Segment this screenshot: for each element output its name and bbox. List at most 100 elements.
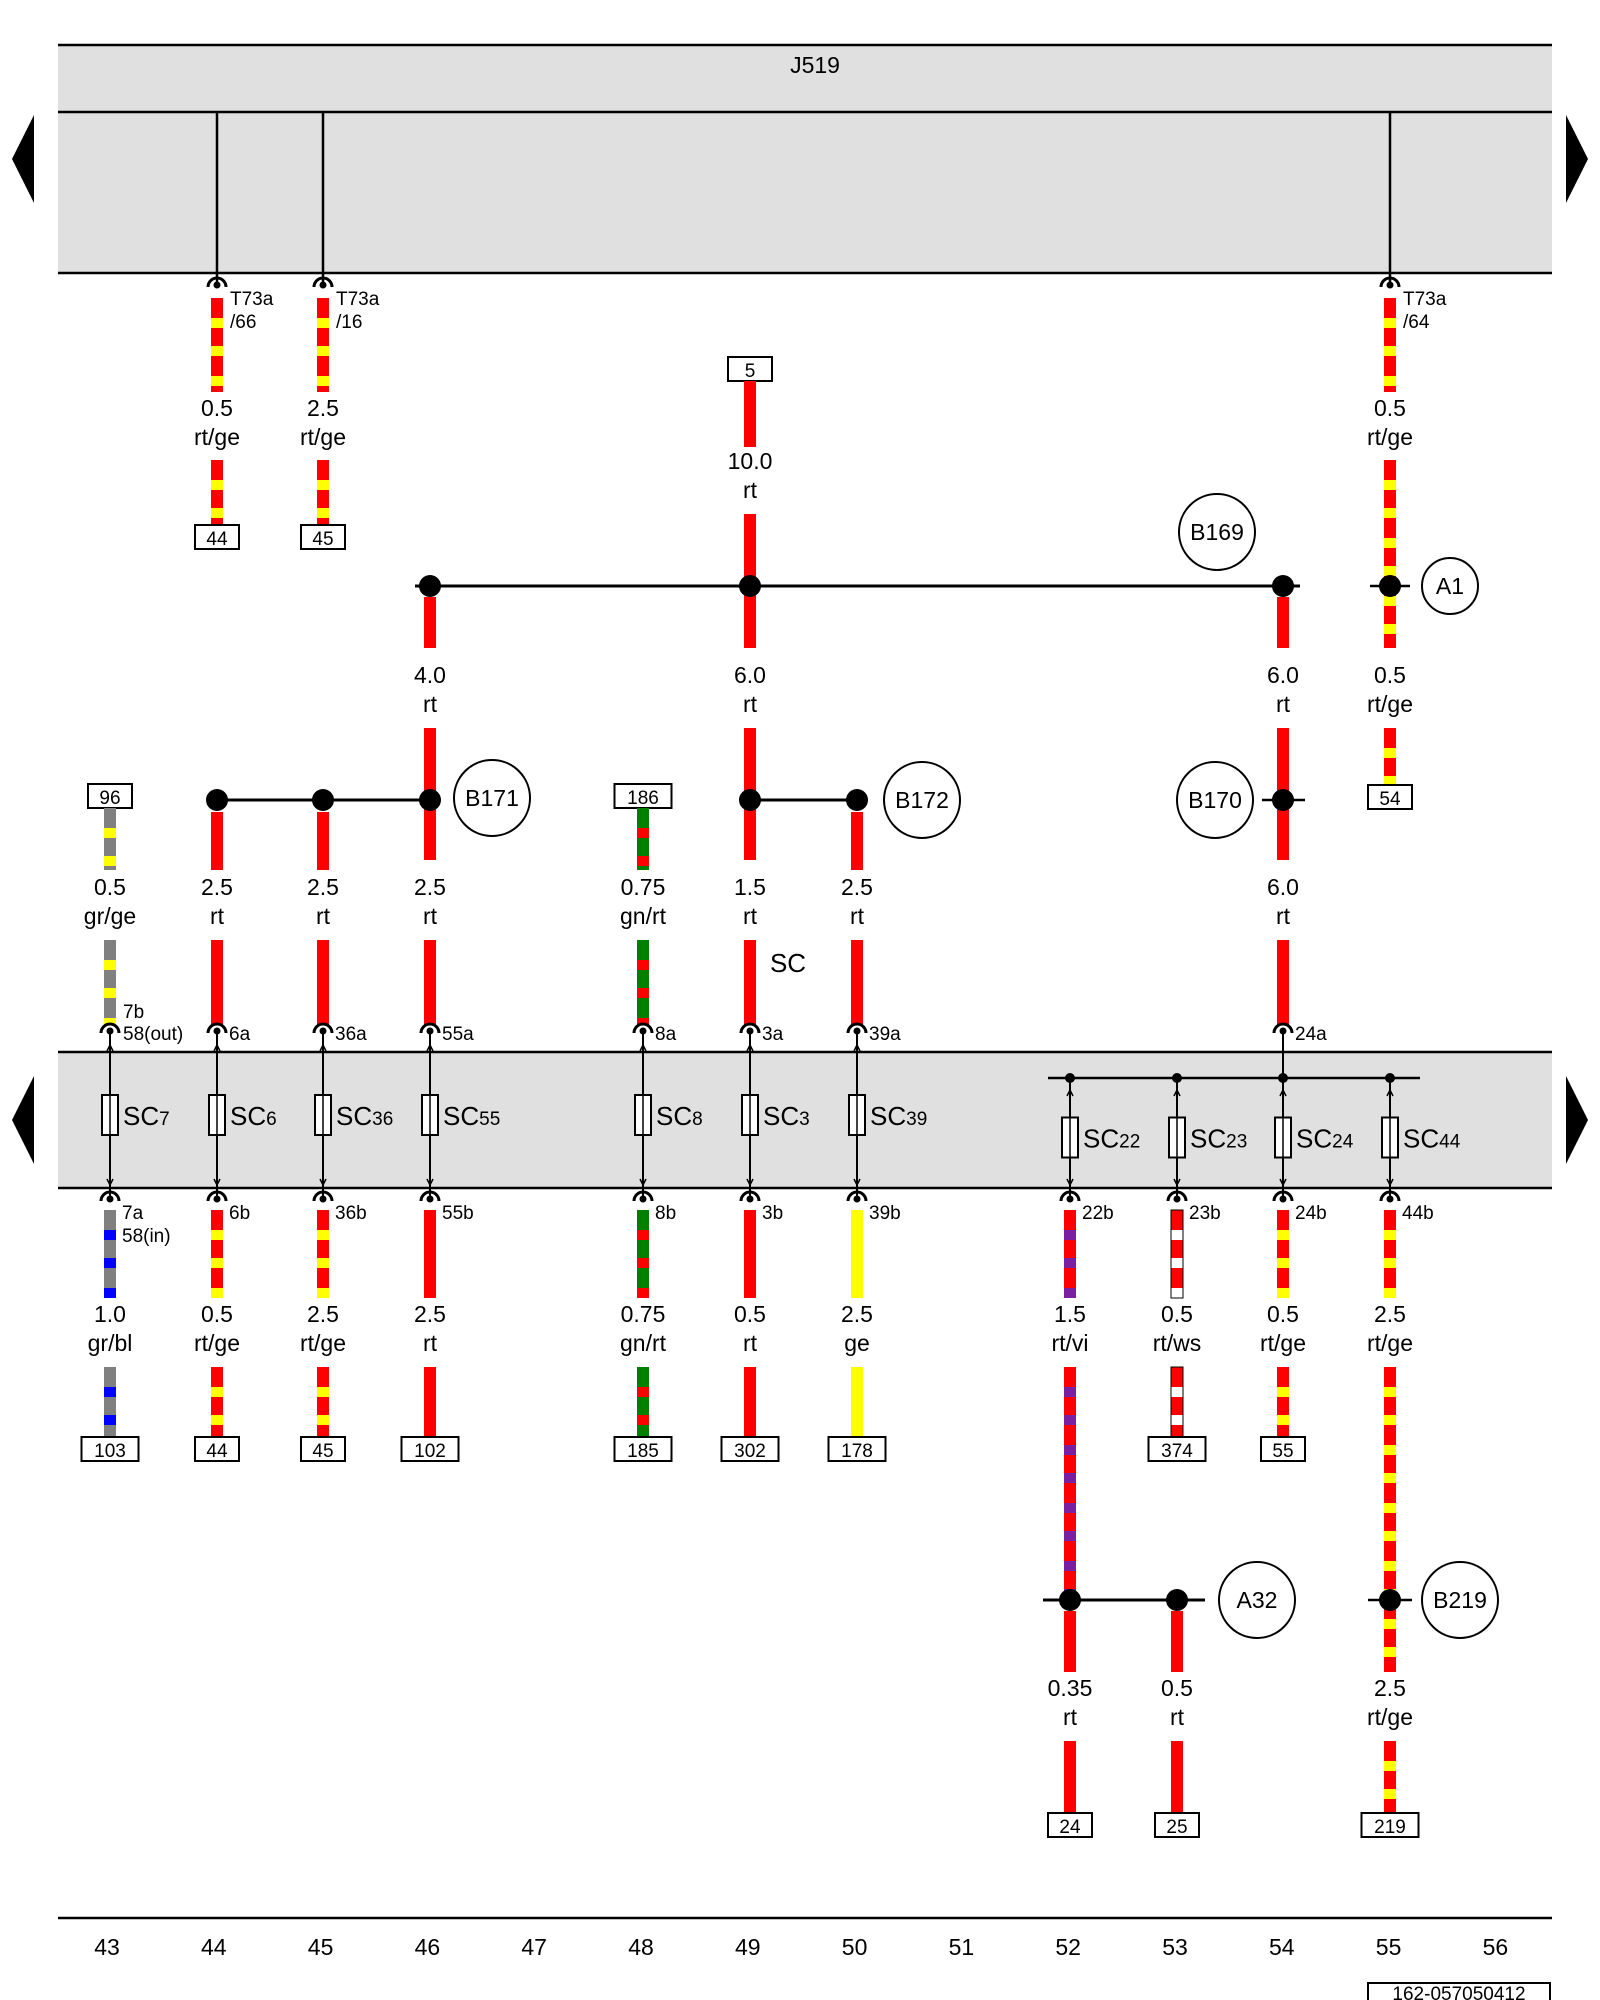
junction-b170[interactable]: B170 bbox=[1176, 761, 1254, 839]
connector-t73a-2-size: 0.5 bbox=[1374, 395, 1406, 421]
ref-54[interactable]: 54 bbox=[1367, 784, 1413, 810]
upper-wire-0-upper-stripe bbox=[104, 866, 116, 870]
lower-wire-2-lower-stripe bbox=[317, 1367, 329, 1387]
fuse-sc6[interactable] bbox=[208, 1033, 226, 1197]
scale-number-47: 47 bbox=[521, 1934, 547, 1960]
fuse-sc24-label: SC24 bbox=[1296, 1124, 1354, 1154]
lower-wire-10-upper-stripe bbox=[1384, 1210, 1396, 1230]
upper-wire-0-ref[interactable]: 96 bbox=[87, 783, 133, 809]
wire-44b-to-b219-stripe bbox=[1384, 1483, 1396, 1503]
fuse-sc55[interactable] bbox=[421, 1033, 439, 1197]
lower-wire-8-plug-pin bbox=[1173, 1195, 1181, 1203]
upper-wire-4-lower-stripe bbox=[637, 960, 649, 970]
junction-b171[interactable]: B171 bbox=[453, 759, 531, 837]
fuse-sc23-arrow-top bbox=[1173, 1088, 1181, 1097]
nav-left-upper-triangle-icon[interactable] bbox=[12, 115, 34, 203]
ref-5[interactable]: 5 bbox=[727, 356, 773, 382]
fuse-sc44[interactable] bbox=[1381, 1078, 1399, 1197]
fuse-sc39[interactable] bbox=[848, 1033, 866, 1197]
junction-a1-label: A1 bbox=[1436, 573, 1464, 599]
scale-number-43: 43 bbox=[94, 1934, 120, 1960]
scale-number-50: 50 bbox=[842, 1934, 868, 1960]
lower-wire-0-upper-stripe bbox=[104, 1240, 116, 1258]
connector-t73a-0-wire-upper-stripe bbox=[211, 318, 223, 328]
upper-wire-4-upper bbox=[637, 808, 649, 870]
upper-wire-4-lower-stripe bbox=[637, 988, 649, 998]
wire-44b-to-b219-stripe bbox=[1384, 1415, 1396, 1425]
fuse-sc24[interactable] bbox=[1274, 1078, 1292, 1197]
wire-22b-to-a32-stripe bbox=[1064, 1425, 1076, 1445]
upper-wire-2-color: rt bbox=[316, 903, 331, 929]
document-id-label: 162-057050412 bbox=[1392, 1984, 1525, 2000]
fuse-sc23-arrow-bottom bbox=[1173, 1178, 1181, 1187]
upper-wire-0-ref-label: 96 bbox=[99, 788, 120, 809]
connector-t73a-0-ref[interactable]: 44 bbox=[194, 524, 240, 550]
lower-wire-0-upper-stripe bbox=[104, 1258, 116, 1268]
upper-wire-2-pin: 36a bbox=[335, 1024, 367, 1045]
lower-wire-9-size: 0.5 bbox=[1267, 1301, 1299, 1327]
fuse-sc44-label: SC44 bbox=[1403, 1124, 1461, 1154]
scale-number-49: 49 bbox=[735, 1934, 761, 1960]
upper-wire-4-lower-stripe bbox=[637, 998, 649, 1018]
fuse-sc55-arrow-bottom bbox=[426, 1178, 434, 1187]
connector-t73a-0-pin: T73a bbox=[230, 289, 274, 310]
connector-t73a-1-ref[interactable]: 45 bbox=[300, 524, 346, 550]
nav-right-lower-triangle-icon[interactable] bbox=[1566, 1076, 1588, 1164]
lower-wire-5-lower bbox=[744, 1367, 756, 1437]
connector-t73a-1-plug-pin bbox=[319, 281, 327, 289]
wire-t73a-64-to-a1 bbox=[1384, 460, 1396, 648]
fuse-sc36[interactable] bbox=[314, 1033, 332, 1197]
lower-wire-1-ref[interactable]: 44 bbox=[194, 1436, 240, 1462]
fuse-sc3[interactable] bbox=[741, 1033, 759, 1197]
connector-t73a-0-wire-upper bbox=[211, 298, 223, 392]
junction-b219[interactable]: B219 bbox=[1421, 1561, 1499, 1639]
lower-wire-2-ref[interactable]: 45 bbox=[300, 1436, 346, 1462]
upper-wire-0-plug bbox=[99, 1022, 121, 1034]
fuse-sc23[interactable] bbox=[1168, 1078, 1186, 1197]
connector-t73a-0-ref-frame bbox=[194, 524, 240, 550]
upper-wire-4-color: gn/rt bbox=[620, 903, 667, 929]
bottom-wire-0-ref[interactable]: 24 bbox=[1047, 1812, 1093, 1838]
junction-b172[interactable]: B172 bbox=[883, 761, 961, 839]
connector-t73a-0-ref-label: 44 bbox=[206, 529, 228, 550]
lower-wire-9-ref[interactable]: 55 bbox=[1260, 1436, 1306, 1462]
junction-a32[interactable]: A32 bbox=[1218, 1561, 1296, 1639]
lower-wire-6-ref-label: 178 bbox=[841, 1441, 873, 1462]
lower-wire-8-lower-stripe bbox=[1171, 1415, 1183, 1425]
fuse-sc8[interactable] bbox=[634, 1033, 652, 1197]
nav-right-upper-triangle-icon[interactable] bbox=[1566, 115, 1588, 203]
wire-22b-to-a32-stripe bbox=[1064, 1503, 1076, 1513]
bottom-wire-2-lower-stripe bbox=[1384, 1761, 1396, 1771]
lower-wire-0-ref[interactable]: 103 bbox=[80, 1436, 140, 1462]
lower-wire-4-upper-stripe bbox=[637, 1258, 649, 1268]
lower-wire-8-ref[interactable]: 374 bbox=[1147, 1436, 1207, 1462]
upper-wire-4-ref[interactable]: 186 bbox=[613, 783, 673, 809]
fuse-sc7[interactable] bbox=[101, 1033, 119, 1197]
wire-44b-to-b219-stripe bbox=[1384, 1571, 1396, 1589]
lower-wire-1-pin: 6b bbox=[229, 1203, 250, 1224]
wire-a1-out-lower-stripe bbox=[1384, 758, 1396, 776]
lower-wire-8-upper-stripe bbox=[1171, 1268, 1183, 1288]
lower-wire-1-upper-stripe bbox=[211, 1268, 223, 1288]
wire-22b-to-a32-stripe bbox=[1064, 1531, 1076, 1541]
fuse-sc22[interactable] bbox=[1061, 1078, 1079, 1197]
wire-feed-5-size: 10.0 bbox=[728, 448, 773, 474]
bottom-wire-1-ref[interactable]: 25 bbox=[1154, 1812, 1200, 1838]
lower-wire-6-ref[interactable]: 178 bbox=[827, 1436, 887, 1462]
bottom-wire-1-size: 0.5 bbox=[1161, 1675, 1193, 1701]
nav-left-lower-triangle-icon[interactable] bbox=[12, 1076, 34, 1164]
bus-b171-node-2 bbox=[312, 789, 334, 811]
upper-wire-6-plug bbox=[846, 1022, 868, 1034]
lower-wire-5-ref[interactable]: 302 bbox=[720, 1436, 780, 1462]
lower-wire-3-ref[interactable]: 102 bbox=[400, 1436, 460, 1462]
upper-wire-5-color: rt bbox=[743, 903, 758, 929]
scale-number-54: 54 bbox=[1269, 1934, 1295, 1960]
upper-wire-6-plug-pin bbox=[853, 1027, 861, 1035]
lower-wire-8-lower-stripe bbox=[1171, 1425, 1183, 1437]
bottom-wire-2-ref[interactable]: 219 bbox=[1360, 1812, 1420, 1838]
junction-a1[interactable]: A1 bbox=[1421, 557, 1479, 615]
fuse-carrier-sc bbox=[58, 1052, 1552, 1188]
wire-a1-out-color: rt/ge bbox=[1367, 691, 1413, 717]
junction-b169[interactable]: B169 bbox=[1178, 493, 1256, 571]
lower-wire-4-ref[interactable]: 185 bbox=[613, 1436, 673, 1462]
